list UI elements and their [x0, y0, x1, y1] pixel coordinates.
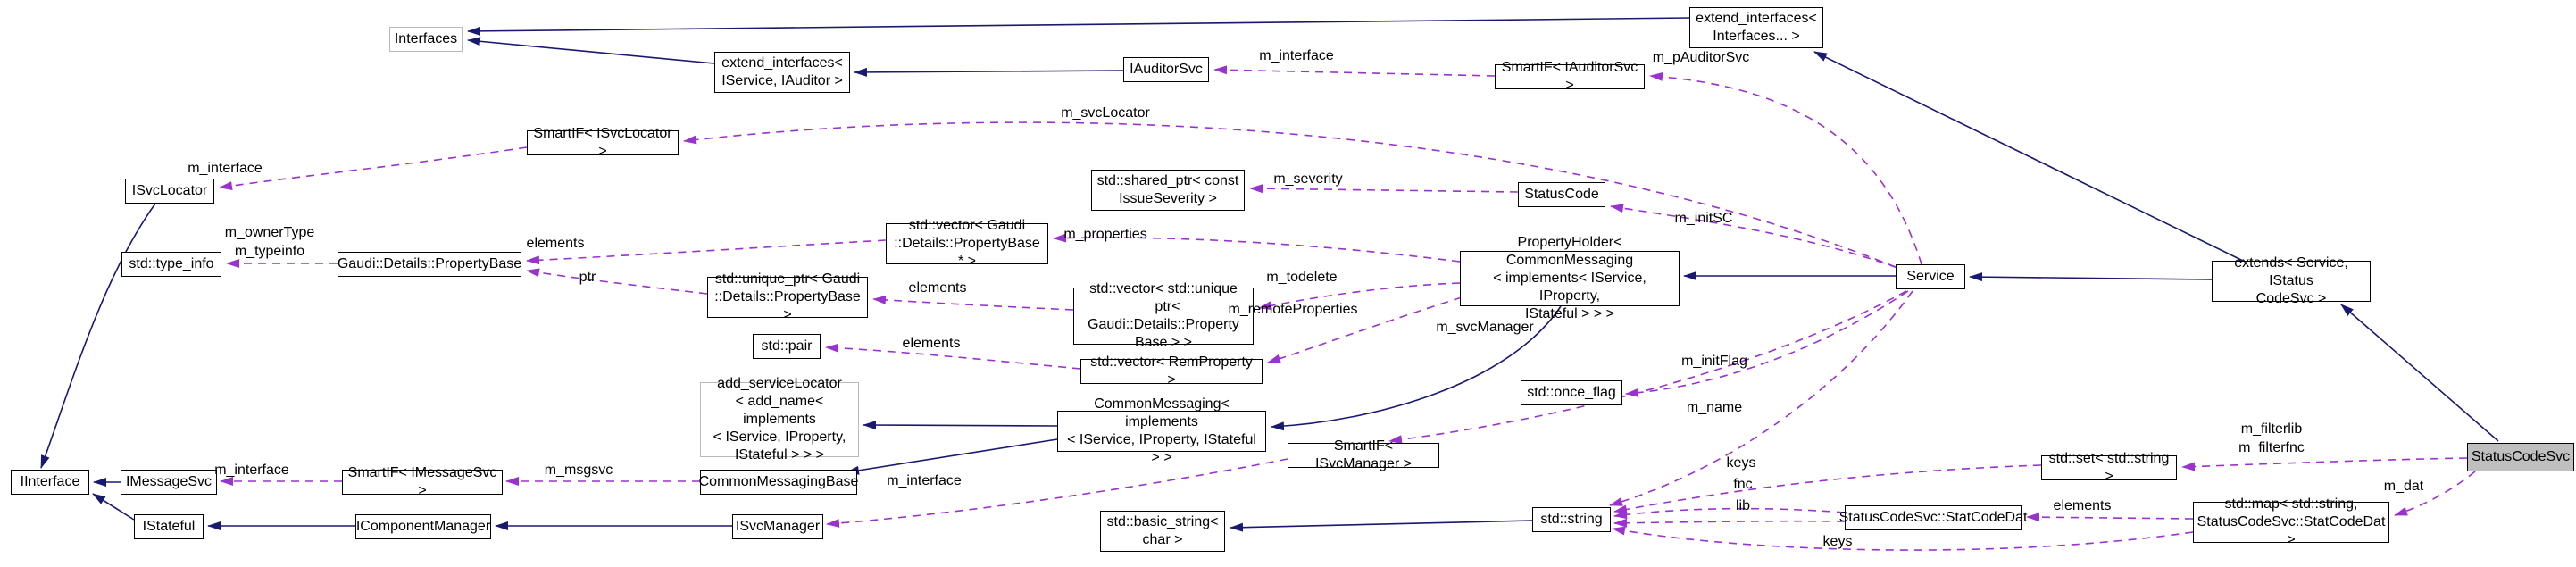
edge-service-to-statuscode [1610, 204, 1898, 269]
edge-service-to-once_flag [1625, 290, 1909, 397]
node-add_servicelocator[interactable]: add_serviceLocator < add_name< implement… [700, 376, 859, 463]
node-statuscodesvc[interactable]: StatusCodeSvc [2467, 443, 2574, 471]
edge-extends_service-to-service [1969, 272, 2213, 282]
node-smartif_isvclocator[interactable]: SmartIF< ISvcLocator > [527, 126, 679, 159]
node-service[interactable]: Service [1896, 264, 1965, 289]
node-unique_ptr_propertybase[interactable]: std::unique_ptr< Gaudi ::Details::Proper… [707, 271, 868, 322]
edge-vec_unique_ptr-to-unique_ptr_propertybase [872, 295, 1074, 311]
edge-propertyholder-to-vec_propertybase_ptr [1053, 233, 1461, 263]
node-ext_if_iservice_iauditor[interactable]: extend_interfaces< IService, IAuditor > [714, 52, 850, 93]
node-isvclocator[interactable]: ISvcLocator [125, 179, 214, 204]
node-propertyholder[interactable]: PropertyHolder< CommonMessaging < implem… [1460, 235, 1680, 321]
edge-map_statcodedat-to-statcodedat [2026, 513, 2194, 522]
node-statcodedat[interactable]: StatusCodeSvc::StatCodeDat [1839, 505, 2027, 530]
node-smartif_iauditorsvc[interactable]: SmartIF< IAuditorSvc > [1495, 60, 1645, 93]
edge-statuscodesvc-to-extends_service [2340, 304, 2499, 442]
edge-unique_ptr_propertybase-to-propertybase [526, 268, 708, 295]
node-shared_ptr_issueseverity[interactable]: std::shared_ptr< const IssueSeverity > [1091, 170, 1245, 211]
node-set_string[interactable]: std::set< std::string > [2041, 451, 2177, 484]
node-commonmessaging[interactable]: CommonMessaging< implements < IService, … [1057, 396, 1266, 465]
edge-isvclocator-to-iinterface [40, 203, 156, 469]
edge-statuscode-to-shared_ptr_issueseverity [1249, 184, 1519, 194]
node-iinterface[interactable]: IInterface [11, 470, 89, 495]
node-statuscode[interactable]: StatusCode [1518, 182, 1605, 207]
node-map_statcodedat[interactable]: std::map< std::string, StatusCodeSvc::St… [2193, 496, 2389, 547]
edge-propertyholder-to-vec_unique_ptr [1258, 282, 1461, 311]
edge-commonmessaging-to-commonmessagingbase [846, 438, 1058, 475]
edge-propertyholder-to-vec_remproperty [1267, 296, 1463, 363]
node-once_flag[interactable]: std::once_flag [1521, 380, 1622, 405]
edge-set_string-to-string [1613, 464, 2042, 514]
node-type_info[interactable]: std::type_info [121, 252, 221, 277]
node-commonmessagingbase[interactable]: CommonMessagingBase [699, 470, 858, 495]
node-string[interactable]: std::string [1532, 507, 1611, 532]
edge-ext_if_iservice_iauditor-to-interfaces [467, 37, 715, 64]
edge-statuscodesvc-to-set_string [2181, 457, 2468, 471]
edge-vec_propertybase_ptr-to-propertybase [526, 239, 887, 265]
node-basic_string[interactable]: std::basic_string< char > [1100, 511, 1225, 552]
node-vec_unique_ptr[interactable]: std::vector< std::unique _ptr< Gaudi::De… [1073, 281, 1254, 350]
edge-ext_if_interfaces-to-interfaces [467, 17, 1690, 36]
edge-extends_service-to-ext_if_interfaces [1813, 51, 2244, 262]
node-pair[interactable]: std::pair [753, 334, 821, 359]
edge-commonmessaging-to-add_servicelocator [863, 421, 1058, 430]
edge-statcodedat-to-string [1613, 507, 1846, 520]
edge-string-to-basic_string [1230, 520, 1533, 532]
edge-service-to-string [1609, 290, 1913, 506]
edge-map_statcodedat-to-string [1612, 526, 2194, 551]
node-vec_propertybase_ptr[interactable]: std::vector< Gaudi ::Details::PropertyBa… [886, 218, 1048, 269]
edge-smartif_iauditorsvc-to-iauditorsvc [1213, 65, 1496, 77]
node-vec_remproperty[interactable]: std::vector< RemProperty > [1080, 354, 1263, 388]
node-smartif_imessagesvc[interactable]: SmartIF< IMessageSvc > [342, 465, 503, 498]
node-interfaces[interactable]: Interfaces [389, 27, 463, 52]
node-ext_if_interfaces[interactable]: extend_interfaces< Interfaces... > [1689, 7, 1823, 48]
edge-service-to-smartif_iauditorsvc [1649, 71, 1922, 265]
node-iauditorsvc[interactable]: IAuditorSvc [1123, 57, 1209, 82]
node-imessagesvc[interactable]: IMessageSvc [121, 470, 217, 495]
edge-istateful-to-iinterface [92, 493, 135, 521]
edge-smartif_isvcmanager-to-isvcmanager [826, 458, 1288, 528]
edge-smartif_isvclocator-to-isvclocator [219, 146, 528, 190]
node-isvcmanager[interactable]: ISvcManager [732, 514, 823, 539]
edge-iauditorsvc-to-ext_if_iservice_iauditor [854, 67, 1124, 77]
edge-propertyholder-to-commonmessaging [1271, 305, 1562, 431]
edge-vec_remproperty-to-pair [825, 343, 1081, 370]
node-smartif_isvcmanager[interactable]: SmartIF< ISvcManager > [1288, 438, 1439, 471]
edge-statcodedat-to-string [1613, 518, 1846, 528]
edge-service-to-smartif_isvcmanager [1388, 290, 1907, 445]
node-istateful[interactable]: IStateful [134, 514, 204, 539]
edge-service-to-smartif_isvclocator [683, 121, 1897, 268]
edge-statuscodesvc-to-map_statcodedat [2394, 471, 2476, 516]
node-icomponentmanager[interactable]: IComponentManager [355, 514, 491, 539]
node-propertybase[interactable]: Gaudi::Details::PropertyBase [338, 252, 521, 277]
node-extends_service[interactable]: extends< Service, IStatus CodeSvc > [2212, 255, 2371, 306]
